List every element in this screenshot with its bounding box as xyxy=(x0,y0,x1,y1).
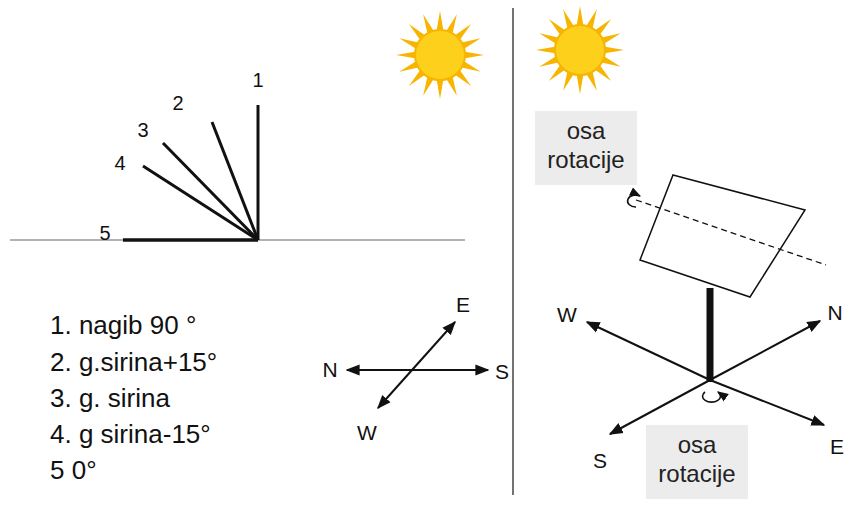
callout-number: 4 xyxy=(114,152,125,174)
tracker-pole xyxy=(707,288,714,382)
compass-arrow xyxy=(710,321,820,380)
axis-label: osa rotacije xyxy=(658,431,735,489)
sun-icon xyxy=(536,6,624,94)
sun-ray xyxy=(436,11,443,31)
tilt-legend: 4. g sirina-15° xyxy=(50,420,211,449)
sun-ray xyxy=(396,51,416,58)
sun-ray xyxy=(536,46,556,53)
tilt-legend: 3. g. sirina xyxy=(50,384,170,413)
ground-line xyxy=(10,239,465,241)
tilt-line xyxy=(143,166,258,240)
tilt-legend: 2. g.sirina+15° xyxy=(50,348,217,377)
compass-letter: E xyxy=(456,293,470,316)
tilt-line xyxy=(257,105,260,240)
tilt-legend: 5 0° xyxy=(50,456,97,485)
sun-disc xyxy=(555,25,605,75)
axis-label: osa rotacije xyxy=(547,117,624,175)
sun-ray xyxy=(576,74,583,94)
callout-number: 5 xyxy=(99,222,110,244)
solar-panel xyxy=(640,175,805,297)
tilt-line xyxy=(212,122,258,240)
compass-arrow xyxy=(587,322,710,380)
tilt-legend: 1. nagib 90 ° xyxy=(50,311,196,340)
sun-ray xyxy=(464,51,484,58)
axis-label-box: osa rotacije xyxy=(535,111,637,185)
sun-ray xyxy=(576,6,583,26)
rotation-symbol xyxy=(628,195,640,207)
compass-arrow xyxy=(378,322,455,408)
callout-number: 1 xyxy=(252,69,263,91)
divider xyxy=(512,8,514,495)
sun-ray xyxy=(604,46,624,53)
rotation-axis xyxy=(636,200,826,265)
callout-number: 3 xyxy=(137,119,148,141)
sun-icon xyxy=(396,11,484,99)
compass-letter: W xyxy=(357,421,377,444)
sun-disc xyxy=(415,30,465,80)
compass-letter: N xyxy=(827,301,842,324)
tilt-line xyxy=(123,238,258,242)
sun-icons xyxy=(396,6,624,99)
compass-arrow xyxy=(710,380,824,425)
compass-letter: S xyxy=(593,449,607,472)
rotation-symbol xyxy=(703,392,721,402)
axis-label-box: osa rotacije xyxy=(646,425,748,499)
tilt-line xyxy=(163,143,258,240)
compass-letter: E xyxy=(830,435,844,458)
compass-letter: N xyxy=(322,358,337,381)
compass-letter: W xyxy=(557,303,577,326)
compass-arrow xyxy=(347,369,488,371)
callout-number: 2 xyxy=(172,92,183,114)
compass-letter: S xyxy=(495,360,509,383)
sun-ray xyxy=(436,79,443,99)
